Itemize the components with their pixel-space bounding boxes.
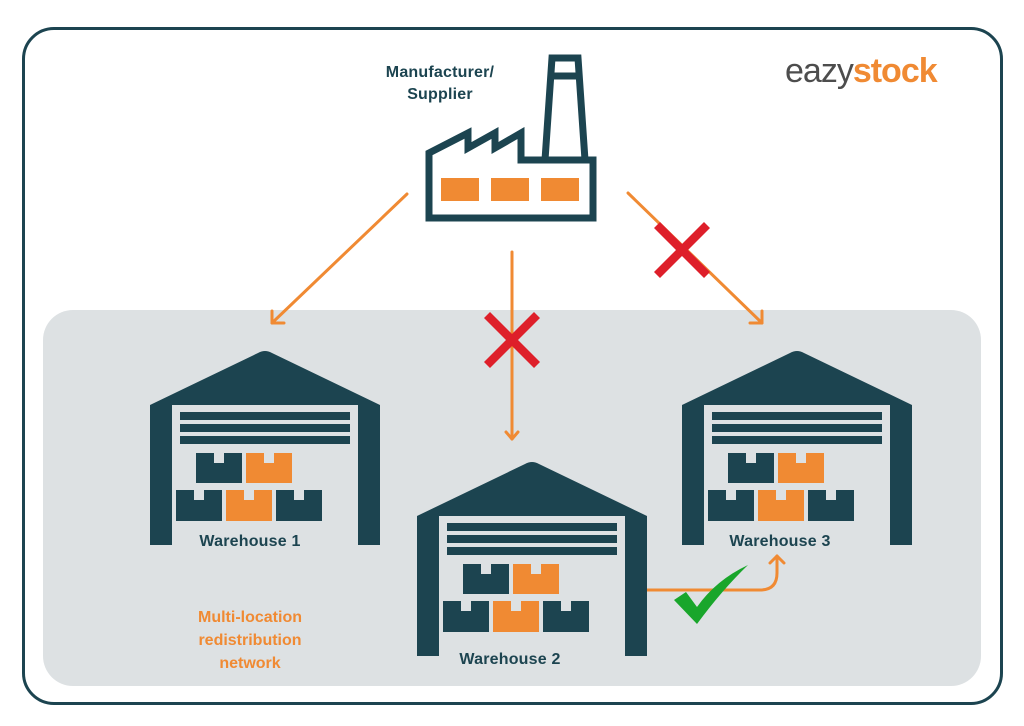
supplier-label: Manufacturer/ Supplier	[360, 62, 520, 106]
approved-check-icon	[674, 565, 748, 624]
network-label-line-3: network	[219, 655, 281, 672]
arrow-supplier-to-warehouse-1	[270, 192, 409, 325]
network-label: Multi-location redistribution network	[150, 606, 350, 675]
logo-part-2: stock	[852, 52, 938, 90]
supplier-label-line-2: Supplier	[407, 86, 473, 103]
arrow-warehouse-2-to-warehouse-3	[624, 554, 786, 592]
supplier-label-line-1: Manufacturer/	[385, 64, 495, 81]
warehouse-2-label: Warehouse 2	[459, 651, 561, 668]
warehouse-3-icon	[682, 351, 912, 545]
network-label-line-1: Multi-location	[198, 609, 302, 626]
eazystock-logo: eazystock	[785, 52, 938, 91]
factory-icon	[425, 54, 597, 222]
warehouse-3-label: Warehouse 3	[729, 533, 831, 550]
blocked-cross-icon-warehouse-3	[654, 222, 710, 278]
factory-windows	[441, 178, 579, 201]
network-label-line-2: redistribution	[198, 632, 302, 649]
warehouse-2-icon	[417, 462, 647, 656]
outer-frame	[22, 27, 1003, 705]
warehouse-1-label: Warehouse 1	[199, 533, 301, 550]
warehouse-1-icon	[150, 351, 380, 545]
logo-part-1: eazy	[785, 52, 854, 90]
